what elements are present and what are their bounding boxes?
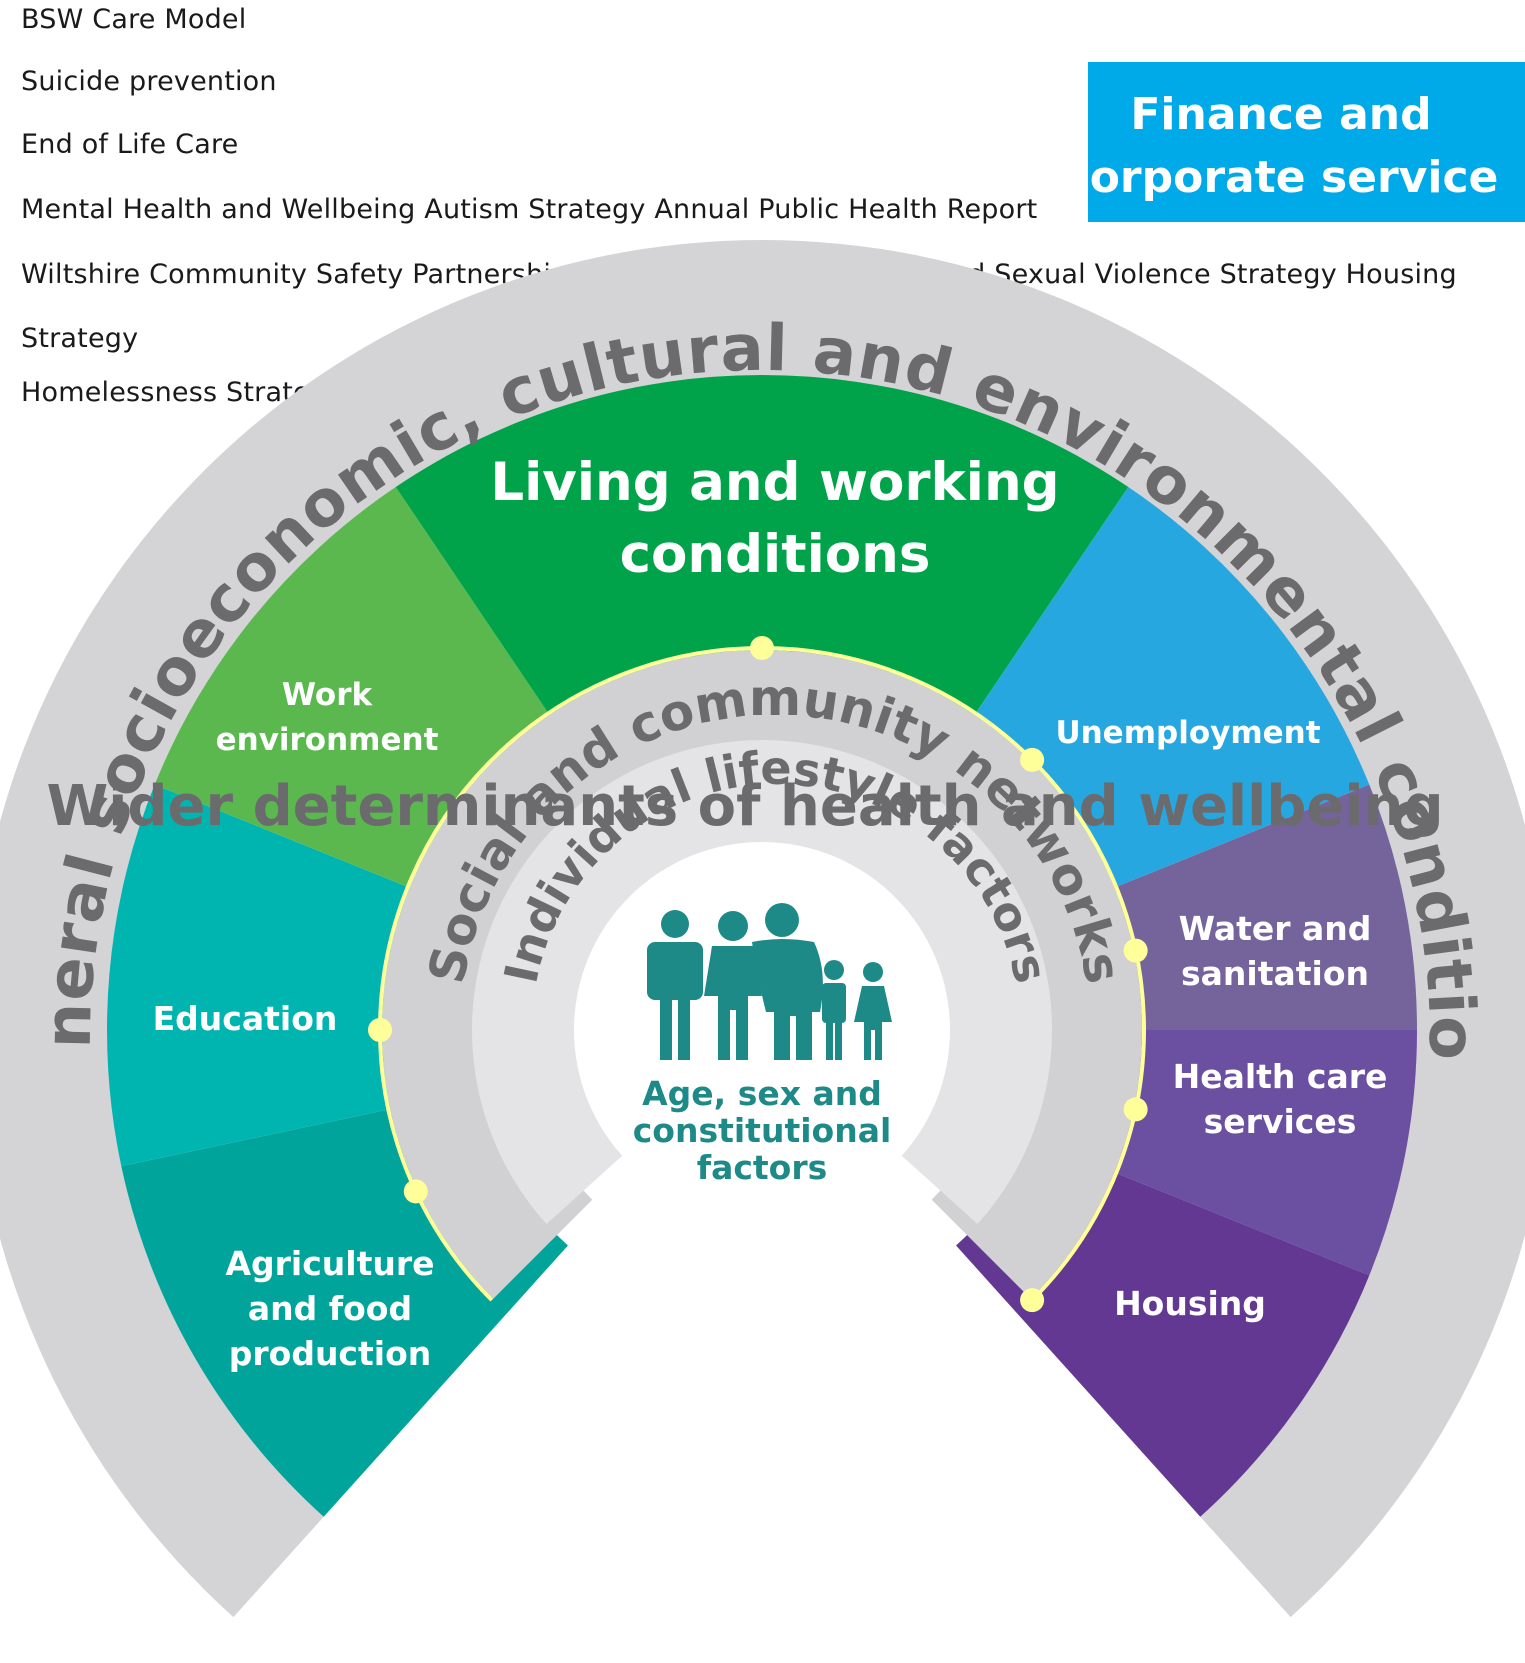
- divider-dot: [403, 1179, 428, 1204]
- divider-dot: [1020, 747, 1045, 772]
- segment-label-agriculture-line-3: production: [229, 1334, 432, 1373]
- finance-corporate-box: Finance and corporate service: [1088, 62, 1525, 222]
- wedge-living: [395, 374, 1129, 790]
- center-label-line-3: factors: [697, 1148, 828, 1187]
- lifestyle-band: [472, 740, 1052, 1225]
- center-label-line-2: constitutional: [633, 1111, 892, 1150]
- divider-dots: [368, 636, 1148, 1313]
- segment-label-work-line-2: environment: [216, 722, 439, 758]
- segment-label-unemployment-line-1: Unemployment: [1055, 715, 1320, 751]
- divider-dot: [368, 1018, 392, 1042]
- finance-line-2: corporate service: [1088, 152, 1499, 203]
- doc-line-end-of-life-care: End of Life Care: [21, 129, 239, 160]
- segment-label-agriculture-line-1: Agriculture: [225, 1244, 434, 1283]
- overlay-title: Wider determinants of health and wellbei…: [46, 774, 1443, 839]
- segment-labels: Agriculture and food production Education Wo…: [153, 452, 1388, 1373]
- outer-conditions-band: [0, 240, 1525, 1618]
- divider-dot: [1020, 1288, 1045, 1313]
- segment-label-work-line-1: Work: [282, 677, 374, 713]
- segment-label-education-line-1: Education: [153, 999, 338, 1038]
- segment-label-healthcare-line-2: services: [1204, 1102, 1357, 1141]
- segment-label-agriculture-line-2: and food: [248, 1289, 412, 1328]
- segment-label-living-line-2: conditions: [620, 524, 931, 585]
- divider-dot: [1123, 1097, 1148, 1122]
- center-label-line-1: Age, sex and: [642, 1074, 882, 1113]
- segment-label-housing-line-1: Housing: [1114, 1284, 1266, 1323]
- doc-line-mental-health: Mental Health and Wellbeing Autism Strat…: [21, 194, 1038, 225]
- segment-label-water-line-1: Water and: [1179, 909, 1372, 948]
- segment-label-water-line-2: sanitation: [1181, 954, 1369, 993]
- finance-line-1: Finance and: [1130, 89, 1432, 140]
- family-icon: [647, 903, 892, 1060]
- segment-label-healthcare-line-1: Health care: [1173, 1057, 1388, 1096]
- doc-line-suicide-prevention: Suicide prevention: [21, 66, 277, 97]
- doc-line-strategy: Strategy: [21, 323, 139, 354]
- doc-line-bsw-care-model: BSW Care Model: [21, 4, 247, 35]
- segment-label-living-line-1: Living and working: [490, 452, 1059, 513]
- divider-dot: [750, 636, 774, 660]
- divider-dot: [1123, 938, 1148, 963]
